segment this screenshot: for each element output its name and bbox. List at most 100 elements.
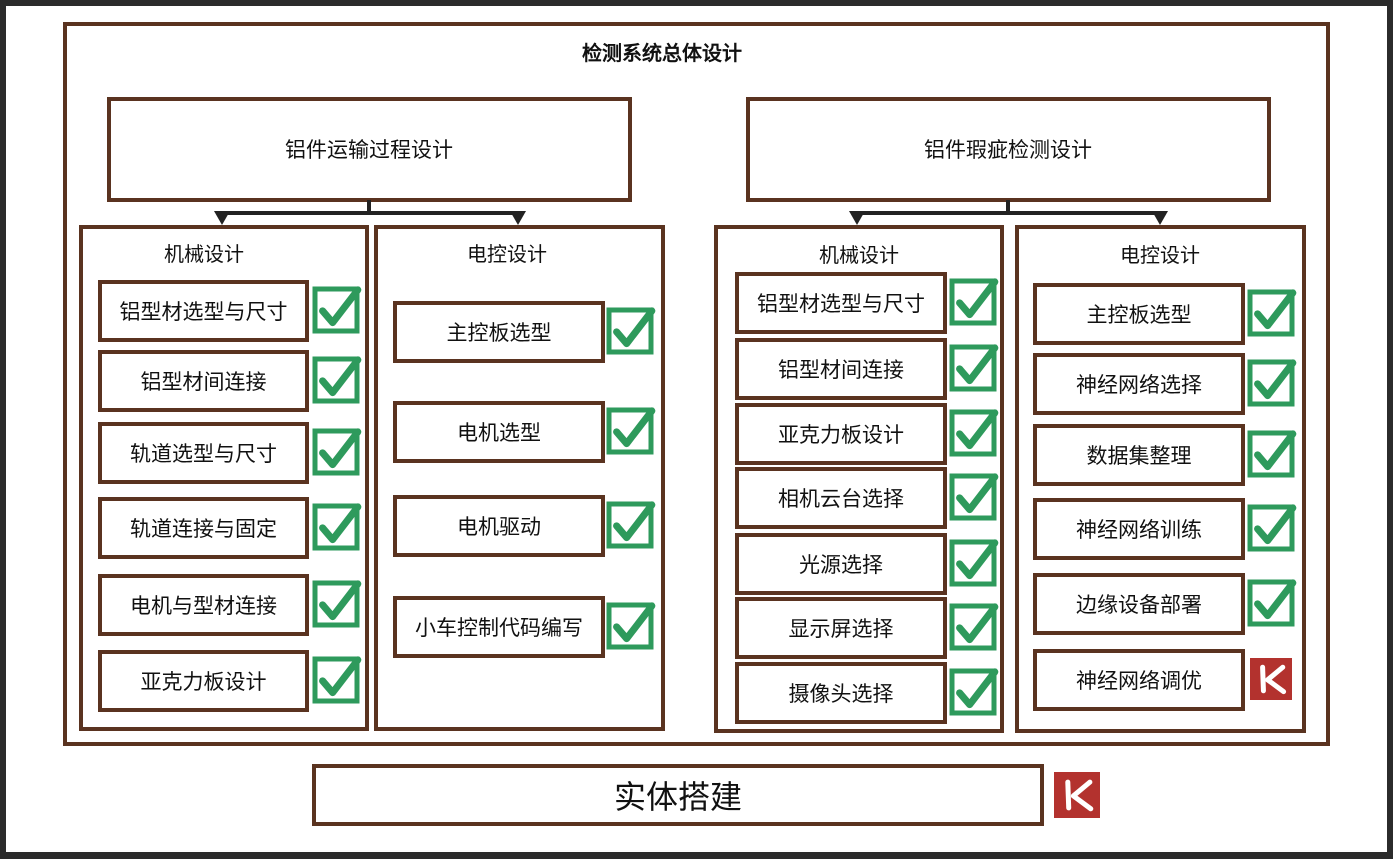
left-main-box: [107, 97, 632, 202]
check-icon: [312, 428, 362, 476]
left-connector: [214, 200, 526, 225]
check-icon: [312, 580, 362, 628]
item-box: [735, 403, 947, 465]
left-mechanical-title: 机械设计: [164, 242, 244, 266]
list-item: 光源选择: [735, 533, 999, 595]
check-icon: [312, 286, 362, 334]
item-label: 铝型材选型与尺寸: [120, 300, 288, 324]
item-label: 小车控制代码编写: [415, 616, 583, 640]
check-icon: [312, 356, 362, 404]
check-icon: [949, 344, 999, 392]
item-label: 神经网络调优: [1076, 669, 1202, 693]
item-label: 主控板选型: [447, 321, 552, 345]
outer-frame: [63, 22, 1330, 746]
check-icon: [1247, 504, 1297, 552]
check-icon: [949, 278, 999, 326]
item-label: 电机与型材连接: [130, 594, 277, 618]
list-item: 亚克力板设计: [735, 403, 999, 465]
item-box: [98, 350, 309, 412]
arrow-down-icon: [510, 211, 526, 225]
item-label: 数据集整理: [1087, 444, 1192, 468]
item-label: 轨道连接与固定: [130, 517, 277, 541]
check-icon: [1247, 359, 1297, 407]
item-box: [1033, 353, 1245, 415]
list-item: 铝型材间连接: [98, 350, 362, 412]
list-item: 数据集整理: [1033, 424, 1297, 486]
right-main-title: 铝件瑕疵检测设计: [924, 138, 1092, 162]
left-mechanical-items: 铝型材选型与尺寸铝型材间连接轨道选型与尺寸轨道连接与固定电机与型材连接亚克力板设…: [98, 280, 362, 712]
item-label: 亚克力板设计: [141, 670, 267, 694]
list-item: 铝型材间连接: [735, 338, 999, 400]
check-icon: [606, 407, 656, 455]
item-label: 摄像头选择: [789, 682, 894, 706]
item-box: [1033, 424, 1245, 486]
item-label: 电机选型: [457, 421, 541, 445]
item-box: [98, 422, 309, 484]
item-label: 亚克力板设计: [778, 423, 904, 447]
item-box: [98, 574, 309, 636]
check-icon: [312, 503, 362, 551]
list-item: 轨道选型与尺寸: [98, 422, 362, 484]
right-connector: [849, 200, 1168, 225]
item-label: 神经网络选择: [1076, 373, 1202, 397]
list-item: 神经网络训练: [1033, 498, 1297, 560]
item-box: [98, 497, 309, 559]
item-box: [98, 280, 309, 342]
bottom-box: [312, 764, 1044, 826]
check-icon: [949, 603, 999, 651]
list-item: 相机云台选择: [735, 467, 999, 529]
list-item: 电机与型材连接: [98, 574, 362, 636]
item-label: 光源选择: [799, 553, 883, 577]
list-item: 铝型材选型与尺寸: [98, 280, 362, 342]
left-electrical-title: 电控设计: [467, 242, 547, 266]
diagram-title: 检测系统总体设计: [582, 41, 742, 65]
bottom-status: [1054, 772, 1100, 818]
list-item: 铝型材选型与尺寸: [735, 272, 999, 334]
item-box: [393, 301, 605, 363]
item-box: [735, 467, 947, 529]
list-item: 神经网络调优: [1033, 649, 1292, 711]
arrow-down-icon: [849, 211, 865, 225]
list-item: 电机驱动: [393, 495, 656, 557]
list-item: 边缘设备部署: [1033, 573, 1297, 635]
check-icon: [949, 409, 999, 457]
item-label: 显示屏选择: [789, 617, 894, 641]
check-icon: [606, 602, 656, 650]
check-icon: [949, 539, 999, 587]
item-box: [735, 272, 947, 334]
item-label: 铝型材间连接: [141, 370, 267, 394]
item-box: [393, 401, 605, 463]
right-mechanical-title: 机械设计: [819, 243, 899, 267]
list-item: 主控板选型: [1033, 283, 1297, 345]
item-box: [735, 338, 947, 400]
cross-icon: [1054, 772, 1100, 818]
item-box: [393, 596, 605, 658]
list-item: 轨道连接与固定: [98, 497, 362, 559]
item-box: [1033, 573, 1245, 635]
item-label: 主控板选型: [1087, 303, 1192, 327]
item-box: [1033, 283, 1245, 345]
list-item: 摄像头选择: [735, 662, 999, 724]
check-icon: [1247, 579, 1297, 627]
item-box: [735, 533, 947, 595]
list-item: 亚克力板设计: [98, 650, 362, 712]
check-icon: [1247, 289, 1297, 337]
item-box: [735, 662, 947, 724]
item-label: 铝型材间连接: [778, 358, 904, 382]
item-label: 边缘设备部署: [1076, 593, 1202, 617]
list-item: 电机选型: [393, 401, 656, 463]
list-item: 显示屏选择: [735, 597, 999, 659]
item-label: 轨道选型与尺寸: [130, 442, 277, 466]
item-label: 相机云台选择: [778, 487, 904, 511]
cross-icon: [1250, 658, 1292, 700]
arrow-down-icon: [1152, 211, 1168, 225]
check-icon: [606, 307, 656, 355]
right-electrical-title: 电控设计: [1120, 243, 1200, 267]
item-box: [735, 597, 947, 659]
check-icon: [606, 501, 656, 549]
check-icon: [949, 473, 999, 521]
